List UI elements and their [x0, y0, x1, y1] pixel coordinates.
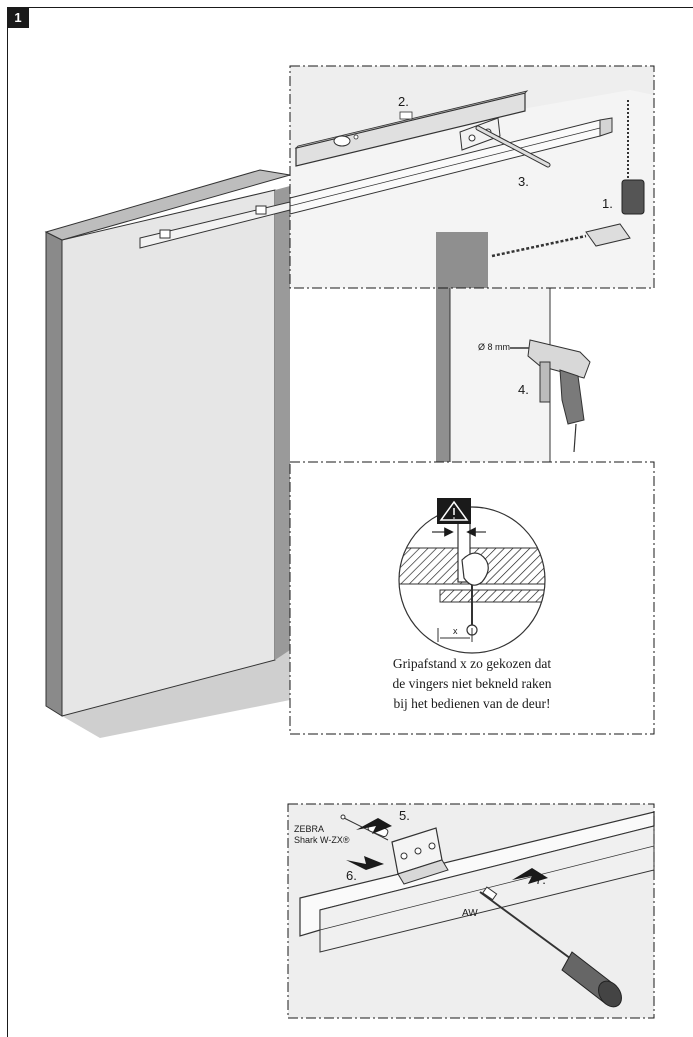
brand-label: ZEBRA [294, 824, 324, 834]
warning-caption-line-2: de vingers niet bekneld raken [393, 676, 552, 691]
warning-caption-line-1: Gripafstand x zo gekozen dat [393, 656, 551, 671]
bottom-panel: ZEBRA Shark W-ZX® 5. 6. 7. AW [287, 803, 655, 1019]
rod-label: 3. [518, 174, 529, 189]
door-scene [44, 169, 551, 738]
level-label: 2. [398, 94, 409, 109]
product-label: Shark W-ZX® [294, 835, 350, 845]
drill-diameter-label: Ø 8 mm [478, 342, 510, 352]
frame-top-line [7, 7, 693, 8]
step-7-label: 7. [535, 872, 546, 887]
step-number-badge: 1 [7, 8, 29, 28]
drill-step-label: 4. [518, 382, 529, 397]
frame-left-line [7, 7, 8, 1037]
tape-measure-label: 1. [602, 196, 613, 211]
warning-caption-line-3: bij het bedienen van de deur! [393, 696, 550, 711]
step-6-label: 6. [346, 868, 357, 883]
aw-label: AW [462, 908, 478, 919]
warning-panel: x Gripafstand x zo gekozen dat de vinger… [289, 461, 655, 735]
step-5-label: 5. [399, 808, 410, 823]
top-panel: 2. 3. 1. [289, 65, 655, 289]
drill-illustration: Ø 8 mm 4. [478, 339, 591, 453]
gap-x-label: x [453, 626, 458, 636]
